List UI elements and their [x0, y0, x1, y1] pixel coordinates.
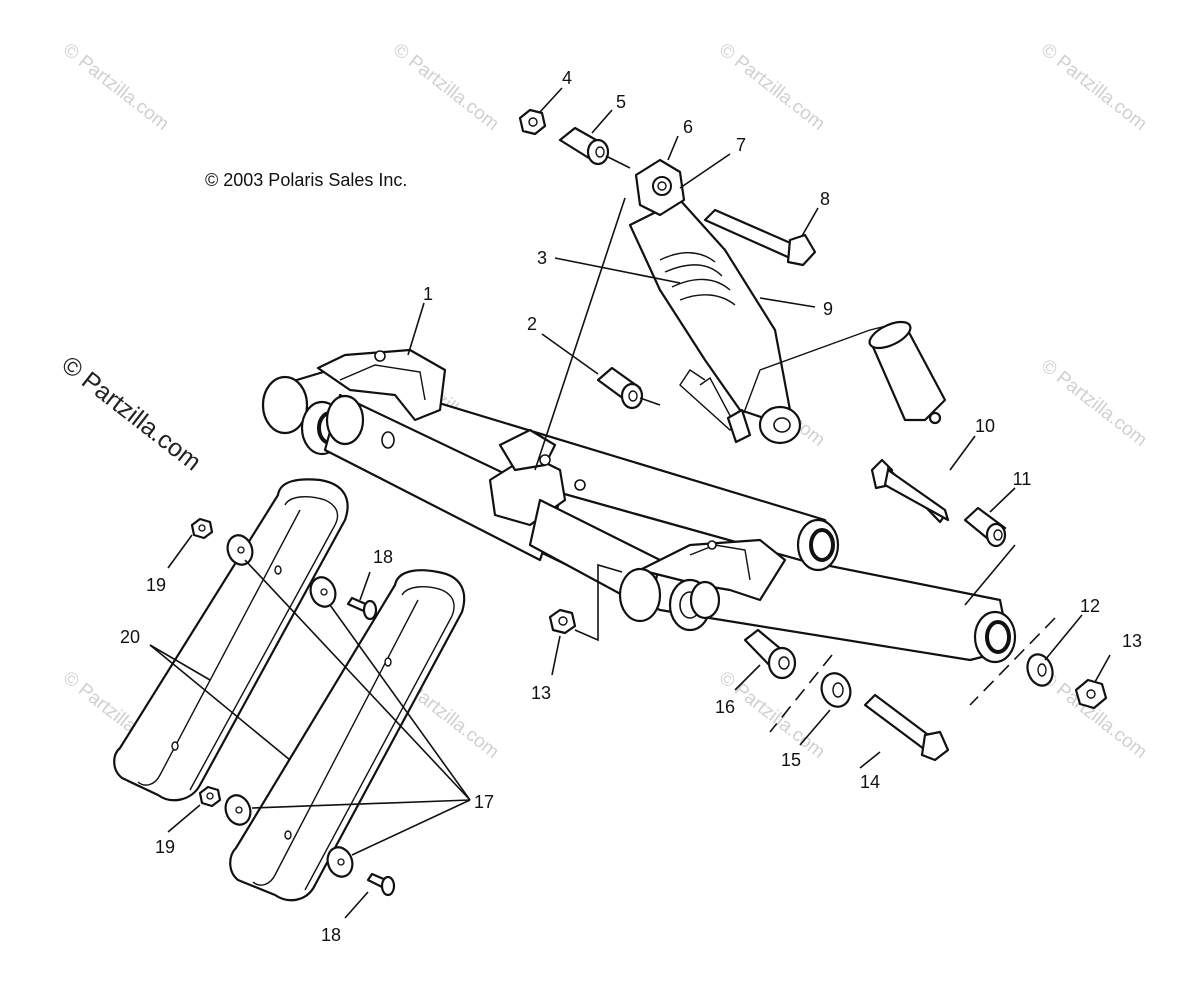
- callout-9: 9: [823, 299, 833, 319]
- bolt-18-top: [346, 596, 378, 621]
- callout-19-bottom: 19: [155, 837, 175, 857]
- watermark-tile: © Partzilla.com: [715, 39, 829, 134]
- callout-3: 3: [537, 248, 547, 268]
- callouts: 1 2 3 4 5 6 7 8 9 10 11 12 13 13 14 15 1…: [120, 68, 1142, 945]
- callout-10: 10: [975, 416, 995, 436]
- watermark-main: © Partzilla.com: [56, 351, 206, 477]
- nut-19-top: [190, 517, 214, 540]
- callout-15: 15: [781, 750, 801, 770]
- callout-1: 1: [423, 284, 433, 304]
- bolt-10: [870, 458, 950, 524]
- washer-17-b: [309, 576, 337, 608]
- watermark-tile: © Partzilla.com: [389, 39, 503, 134]
- washer-15: [820, 672, 852, 708]
- callout-17: 17: [474, 792, 494, 812]
- callout-19-top: 19: [146, 575, 166, 595]
- bolt-14: [863, 693, 950, 762]
- callout-7: 7: [736, 135, 746, 155]
- washer-17-d: [326, 846, 354, 878]
- washer-17-a: [226, 534, 254, 566]
- bolt-18-bottom: [366, 872, 396, 897]
- nut-13-right: [1074, 678, 1108, 710]
- leader-lines: [149, 87, 1111, 919]
- callout-16: 16: [715, 697, 735, 717]
- nut-13-left: [548, 608, 577, 635]
- callout-13-left: 13: [531, 683, 551, 703]
- callout-18-bottom: 18: [321, 925, 341, 945]
- callout-18-top: 18: [373, 547, 393, 567]
- washer-12: [1026, 653, 1054, 687]
- callout-12: 12: [1080, 596, 1100, 616]
- spacer-5: [558, 126, 610, 166]
- copyright-text: © 2003 Polaris Sales Inc.: [205, 170, 407, 190]
- spacer-2: [596, 366, 644, 410]
- nut-19-bottom: [198, 785, 222, 808]
- torque-link-front: [229, 569, 466, 902]
- watermark-tile: © Partzilla.com: [1037, 39, 1151, 134]
- shock-absorber: [628, 158, 947, 445]
- callout-5: 5: [616, 92, 626, 112]
- callout-4: 4: [562, 68, 572, 88]
- spacer-16: [743, 628, 797, 680]
- nut-4: [518, 108, 547, 136]
- spacer-11: [963, 506, 1007, 548]
- washer-17-c: [224, 794, 252, 826]
- callout-20: 20: [120, 627, 140, 647]
- callout-13-right: 13: [1122, 631, 1142, 651]
- watermark-tile: © Partzilla.com: [59, 39, 173, 134]
- swing-arm-assembly: [261, 348, 1017, 664]
- watermark-tile: © Partzilla.com: [1037, 355, 1151, 450]
- callout-2: 2: [527, 314, 537, 334]
- callout-8: 8: [820, 189, 830, 209]
- callout-14: 14: [860, 772, 880, 792]
- callout-11: 11: [1013, 469, 1032, 489]
- callout-6: 6: [683, 117, 693, 137]
- torque-link-back: [113, 478, 349, 802]
